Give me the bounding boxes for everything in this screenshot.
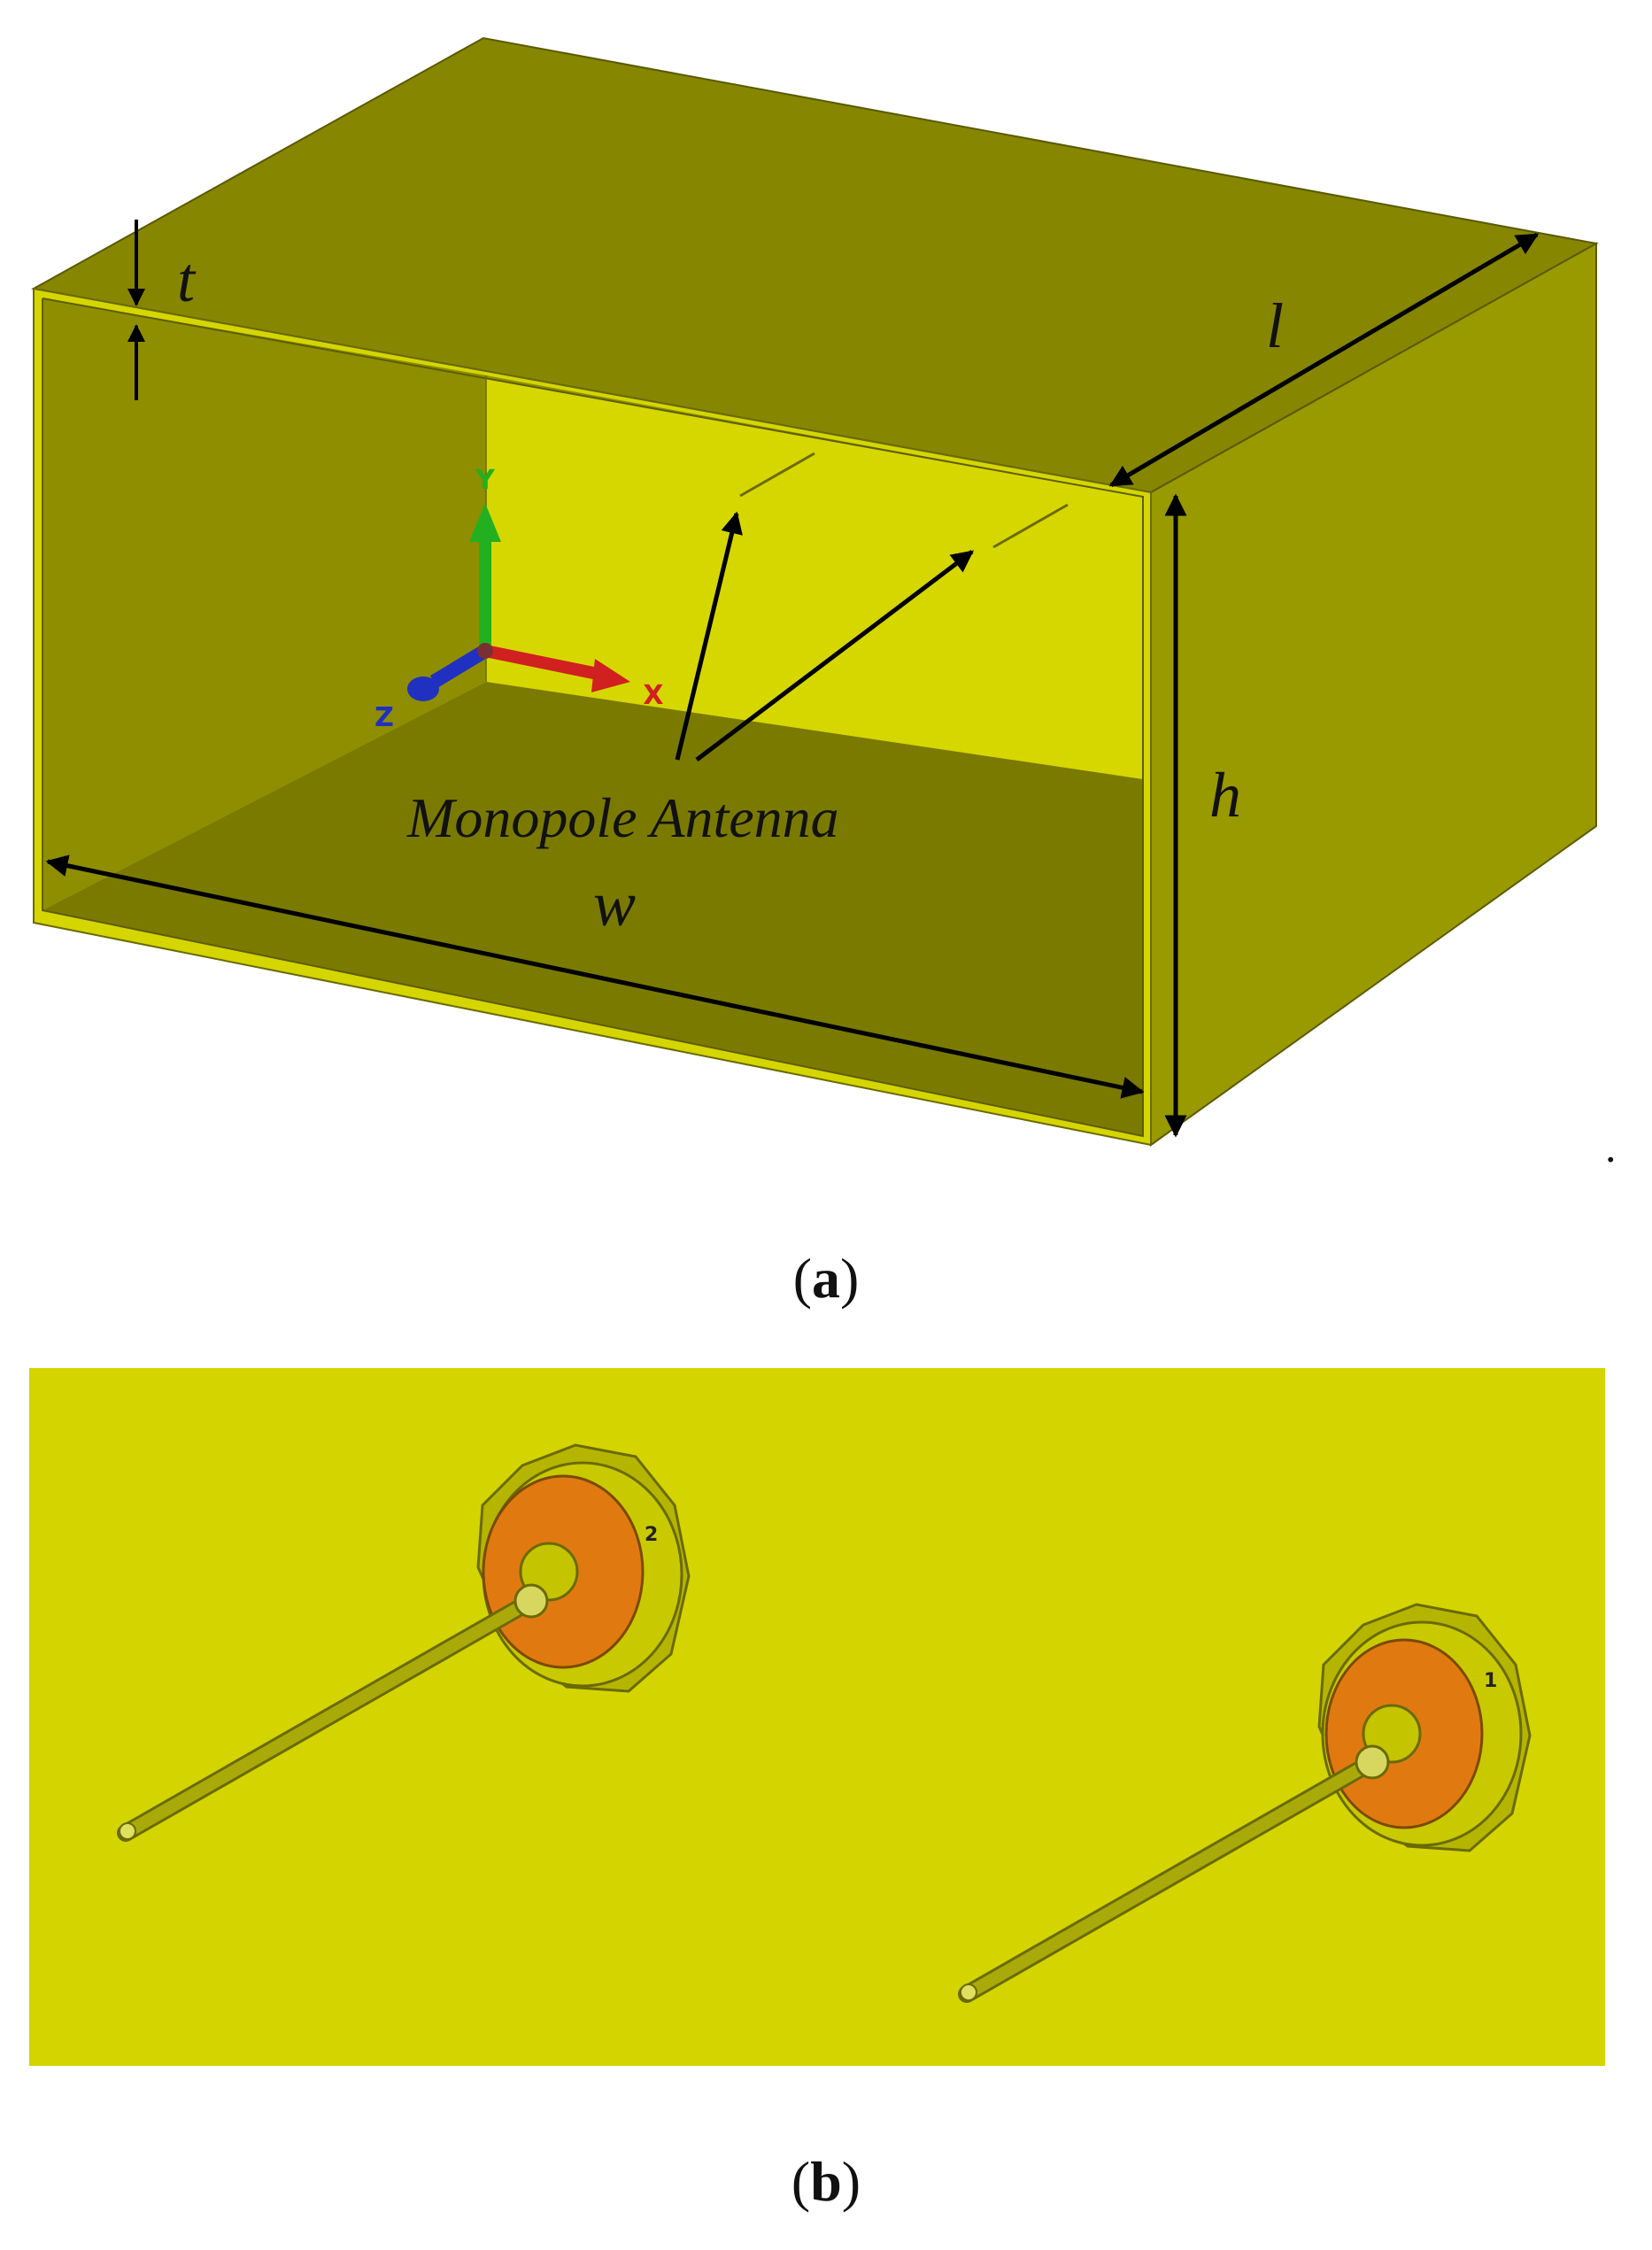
port-2-probe-tip: [119, 1822, 136, 1840]
l-arrow: [1108, 232, 1540, 488]
box-inner-edges: [42, 298, 1144, 1138]
antenna-pointer-left: [675, 511, 743, 761]
port-1-probe-tip: [960, 1983, 977, 2001]
port-1-number: 1: [1484, 1670, 1497, 1692]
trailing-mark: .: [1605, 1122, 1617, 1171]
axis-x-label: X: [643, 680, 663, 711]
axis-z-arrow: [429, 645, 490, 688]
panel-a: Y X Z t l h w Monopole Antenna . (a): [31, 36, 1617, 1310]
axis-z-head: [407, 677, 439, 701]
antenna-left-probe: [739, 452, 815, 498]
axis-x-arrow: [483, 645, 604, 681]
caption-b: (b): [791, 2150, 861, 2213]
h-label: h: [1209, 760, 1241, 831]
box-inner-left-wall: [42, 298, 486, 910]
box-back-wall: [486, 375, 1143, 779]
port-1-pin-cap: [1355, 1744, 1390, 1780]
axis-x-head: [591, 659, 630, 692]
caption-b-close: ): [842, 2150, 861, 2213]
l-label: l: [1266, 290, 1284, 361]
antenna-right-probe: [992, 503, 1069, 549]
axis-z-label: Z: [374, 702, 394, 733]
caption-a: (a): [793, 1247, 860, 1310]
caption-a-open: (: [793, 1247, 812, 1310]
port-1-probe-shade: [961, 1756, 1378, 2000]
antenna-pointer-right: [695, 550, 974, 762]
caption-a-close: ): [840, 1247, 859, 1310]
caption-a-letter: a: [812, 1247, 840, 1310]
axis-y-head: [469, 503, 501, 542]
w-arrow: [45, 854, 1145, 1099]
port-2-number: 2: [645, 1524, 658, 1546]
port-2-probe-shade: [120, 1595, 537, 1839]
axis-triad: Y X Z: [374, 465, 663, 733]
panel-b: 2 1 (b): [29, 1368, 1605, 2213]
caption-b-letter: b: [810, 2150, 842, 2213]
monopole-antenna-label: Monopole Antenna: [406, 786, 839, 849]
w-label: w: [593, 869, 636, 939]
axis-y-label: Y: [475, 465, 496, 496]
port-1-connector: 1: [1317, 1603, 1532, 1852]
port-2-connector: 2: [476, 1443, 691, 1693]
caption-b-open: (: [791, 2150, 810, 2213]
t-label: t: [177, 244, 197, 315]
axis-origin: [477, 643, 493, 659]
port-2-pin-cap: [513, 1583, 549, 1619]
